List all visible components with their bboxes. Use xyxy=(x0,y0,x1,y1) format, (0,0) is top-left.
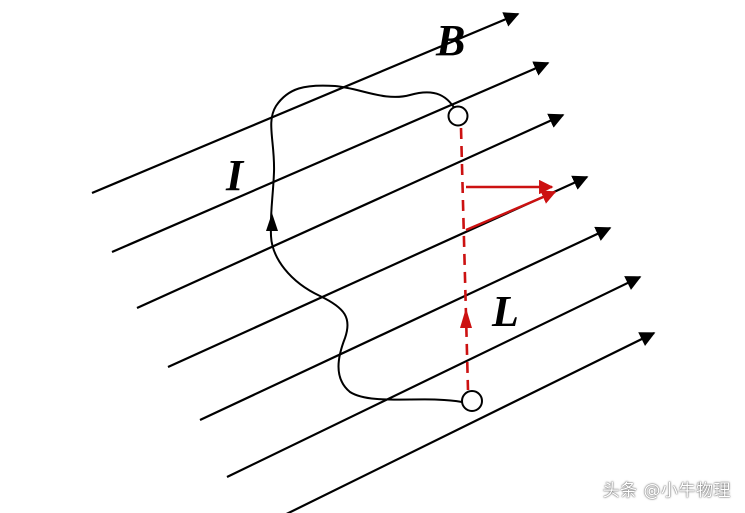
field-line xyxy=(111,61,550,254)
effective-length-line xyxy=(459,127,470,391)
field-direction-component-arrow xyxy=(465,190,557,232)
current-direction-arrow xyxy=(266,213,278,231)
watermark-text: 头条 @小牛物理 xyxy=(602,481,731,501)
length-direction-arrow xyxy=(460,308,472,328)
field-line xyxy=(136,113,565,310)
current-wire xyxy=(269,84,463,403)
field-line xyxy=(91,12,520,195)
field-label: B xyxy=(435,16,465,65)
field-line xyxy=(226,276,642,478)
wire-end-top xyxy=(447,105,469,127)
field-line xyxy=(285,332,656,513)
field-line xyxy=(199,226,612,421)
length-label: L xyxy=(491,287,519,336)
field-lines xyxy=(91,12,656,513)
current-label: I xyxy=(225,151,245,200)
wire-end-bottom xyxy=(461,390,483,412)
